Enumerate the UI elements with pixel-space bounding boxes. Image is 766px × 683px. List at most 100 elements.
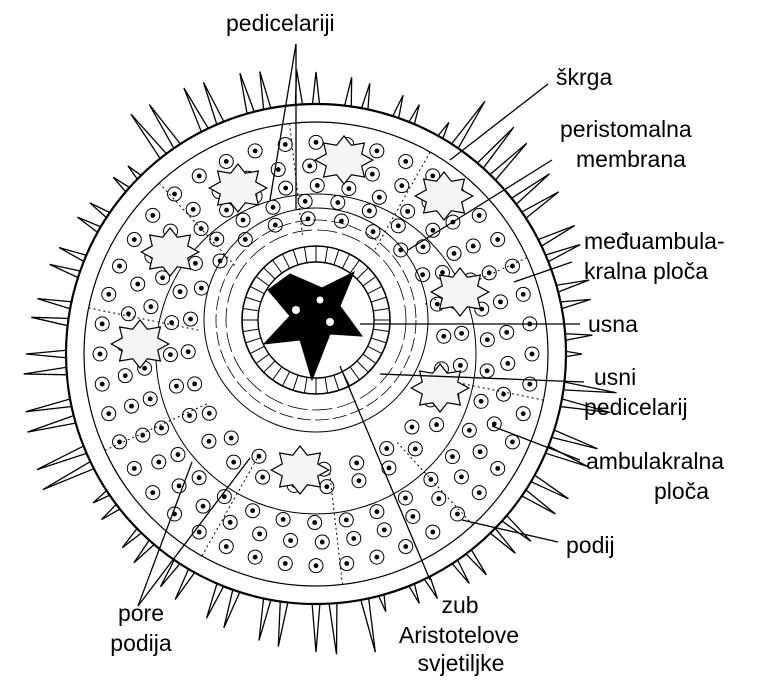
label-podij: podij [566, 532, 615, 558]
tubercle [171, 448, 185, 462]
tubercle [466, 239, 480, 253]
tubercle [183, 408, 197, 422]
tubercle [144, 300, 158, 314]
tubercle [188, 377, 202, 391]
tubercle [227, 455, 241, 469]
tubercle [377, 523, 391, 537]
tubercle [331, 196, 345, 210]
tubercle [196, 499, 210, 513]
tubercle [491, 233, 505, 247]
tubercle [334, 214, 348, 228]
tubercle [474, 394, 488, 408]
tubercle [480, 364, 494, 378]
tubercle [399, 540, 413, 554]
tubercle [127, 233, 141, 247]
tubercle [350, 456, 364, 470]
tubercle [308, 516, 322, 530]
gill [415, 172, 473, 220]
tubercle [202, 434, 216, 448]
tubercle [472, 486, 486, 500]
tubercle [320, 480, 334, 494]
gill [411, 364, 469, 412]
tubercle [493, 295, 507, 309]
tubercle [430, 418, 444, 432]
tubercle [271, 163, 285, 177]
tubercle [416, 268, 430, 282]
tubercle [213, 254, 227, 268]
tubercle [380, 442, 394, 456]
tubercle [505, 435, 519, 449]
label-zub-3: svjetiljke [396, 650, 526, 676]
tubercle [432, 492, 446, 506]
tubercle [169, 379, 183, 393]
tubercle [497, 387, 511, 401]
tubercle [95, 317, 109, 331]
gill [141, 228, 199, 276]
tubercle [525, 347, 539, 361]
tubercle [184, 312, 198, 326]
tubercle [472, 208, 486, 222]
tubercle [248, 144, 262, 158]
tubercle [125, 399, 139, 413]
tubercle [500, 325, 514, 339]
tubercle [276, 512, 290, 526]
tubercle [118, 369, 132, 383]
tubercle [399, 154, 413, 168]
tubercle [473, 445, 487, 459]
label-peristomalna-2: membrana [576, 146, 686, 172]
label-meduambulakralna-2: kralna ploča [584, 258, 708, 284]
tubercle [315, 535, 329, 549]
label-meduambulakralna-1: međuambula- [584, 228, 725, 254]
tubercle [102, 287, 116, 301]
tubercle [202, 406, 216, 420]
gill [315, 136, 373, 184]
tubercle [445, 450, 459, 464]
tubercle [219, 154, 233, 168]
tubercle [194, 281, 208, 295]
tubercle [301, 212, 315, 226]
tubercle [219, 540, 233, 554]
gill [111, 320, 169, 368]
tubercle [192, 169, 206, 183]
tubercle [372, 190, 386, 204]
tubercle [113, 259, 127, 273]
gill [209, 164, 267, 212]
tubercle [256, 470, 270, 484]
tubercle [121, 307, 135, 321]
tubercle [401, 204, 415, 218]
tubercle [501, 356, 515, 370]
tubercle [284, 534, 298, 548]
tubercle [406, 509, 420, 523]
tubercle [246, 504, 260, 518]
label-pore-podija-1: pore [96, 600, 186, 626]
tubercle [370, 505, 384, 519]
label-usni-pedicelarij-2: pedicelarij [584, 394, 688, 420]
tubercle [252, 449, 266, 463]
tubercle [172, 479, 186, 493]
tubercle [370, 550, 384, 564]
tubercle [382, 461, 396, 475]
tubercle [408, 442, 422, 456]
tubercle [236, 213, 250, 227]
tubercle [163, 348, 177, 362]
tubercle [181, 345, 195, 359]
tubercle [220, 203, 234, 217]
tubercle [268, 218, 282, 232]
label-peristomalna-1: peristomalna [560, 116, 692, 142]
tubercle [173, 285, 187, 299]
tubercle [347, 531, 361, 545]
label-zub-1: zub [420, 592, 500, 618]
tubercle [152, 455, 166, 469]
tubercle [298, 194, 312, 208]
tubercle [394, 243, 408, 257]
tubercle [339, 513, 353, 527]
tubercle [398, 491, 412, 505]
tubercle [437, 329, 451, 343]
tubercle [362, 204, 376, 218]
tubercle [416, 240, 430, 254]
tubercle [192, 471, 206, 485]
tubercle [340, 557, 354, 571]
label-pedicelariji: pedicelariji [226, 10, 335, 36]
